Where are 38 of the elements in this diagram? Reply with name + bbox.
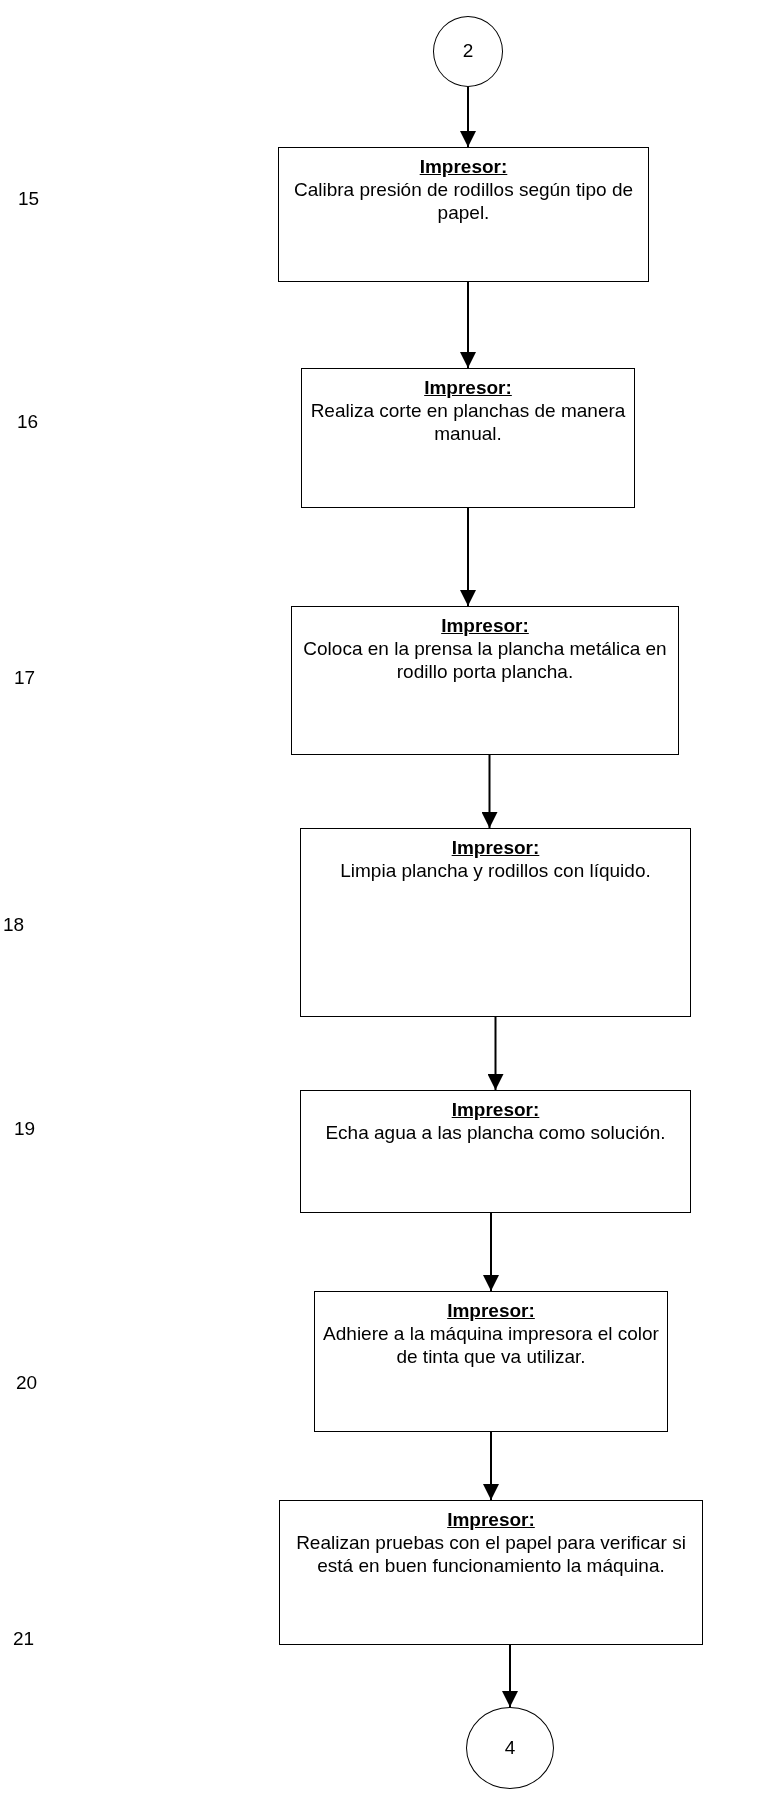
step-text: Limpia plancha y rodillos con líquido. bbox=[340, 859, 651, 883]
arrow bbox=[460, 86, 476, 148]
process-box bbox=[301, 368, 635, 508]
connector-number: 4 bbox=[504, 1736, 516, 1760]
step-text: Echa agua a las plancha como solución. bbox=[325, 1121, 666, 1145]
arrow bbox=[481, 754, 498, 829]
step-number: 19 bbox=[14, 1118, 36, 1140]
step-number: 18 bbox=[3, 914, 25, 936]
role-heading: Impresor: bbox=[441, 615, 529, 638]
role-heading: Impresor: bbox=[451, 837, 540, 860]
role-heading: Impresor: bbox=[419, 156, 508, 179]
step-number: 16 bbox=[17, 411, 39, 433]
step-text: Calibra presión de rodillos según tipo de papel. bbox=[292, 178, 634, 225]
step-number: 21 bbox=[13, 1628, 35, 1650]
arrow bbox=[483, 1212, 499, 1292]
arrow bbox=[502, 1644, 518, 1708]
connector-number: 2 bbox=[462, 40, 474, 63]
arrow bbox=[483, 1431, 499, 1501]
step-text: Realizan pruebas con el papel para verificar si está en buen funcionamiento la máquina. bbox=[295, 1531, 687, 1578]
step-number: 20 bbox=[16, 1372, 38, 1394]
role-heading: Impresor: bbox=[451, 1099, 540, 1122]
role-heading: Impresor: bbox=[447, 1509, 535, 1532]
process-box bbox=[279, 1500, 703, 1645]
step-number: 15 bbox=[18, 188, 40, 210]
role-heading: Impresor: bbox=[447, 1300, 535, 1323]
role-heading: Impresor: bbox=[424, 377, 512, 400]
process-box bbox=[291, 606, 679, 755]
process-box bbox=[300, 1090, 691, 1213]
arrow bbox=[460, 507, 476, 607]
process-box bbox=[278, 147, 649, 282]
arrow bbox=[487, 1016, 504, 1091]
step-text: Coloca en la prensa la plancha metálica en rodillo porta plancha. bbox=[302, 637, 668, 684]
arrow bbox=[460, 281, 476, 369]
step-text: Realiza corte en planchas de manera manual. bbox=[309, 399, 627, 446]
process-box bbox=[314, 1291, 668, 1432]
step-text: Adhiere a la máquina impresora el color de tinta que va utilizar. bbox=[322, 1322, 660, 1369]
step-number: 17 bbox=[14, 667, 36, 689]
process-box bbox=[300, 828, 691, 1017]
